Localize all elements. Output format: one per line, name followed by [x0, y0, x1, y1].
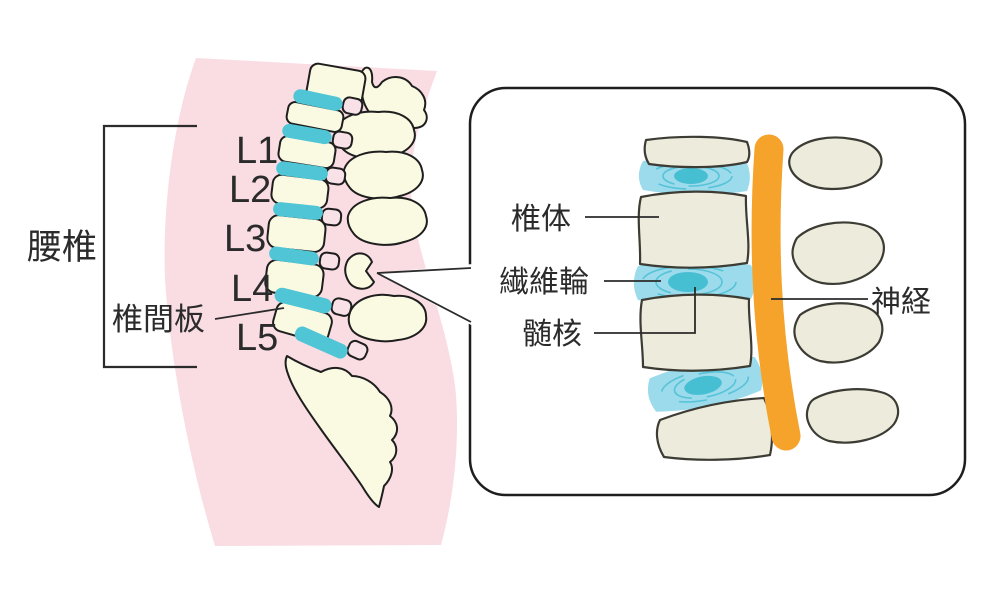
nerve-band [751, 134, 801, 451]
spinous-process [342, 150, 424, 200]
intervertebral-disc [282, 123, 332, 145]
nucleus [684, 375, 722, 395]
nucleus-label-line [594, 287, 696, 334]
annulus-label: 繊維輪 [499, 266, 589, 299]
posterior-element [793, 302, 884, 364]
detail-content [633, 134, 900, 461]
nucleus-label: 髄核 [522, 318, 582, 351]
facet-knob [318, 251, 341, 271]
intervertebral-disc-l5s1 [294, 326, 348, 359]
posterior-element [788, 136, 883, 191]
nucleus [674, 168, 708, 184]
facet-knob [324, 166, 347, 186]
vertebra-label-l3: L3 [224, 218, 266, 260]
intervertebral-disc [269, 246, 319, 266]
facet-knob [331, 130, 354, 150]
swirl-ring [673, 371, 737, 399]
swirl-ring [641, 265, 737, 299]
swirl-ring [662, 165, 720, 187]
spine-overview-bones [264, 62, 428, 508]
sacrum-coccyx [284, 355, 398, 508]
disc-label-line [214, 307, 285, 320]
nuclei [668, 168, 722, 395]
vertebral-body-label: 椎体 [511, 203, 571, 236]
callout-line-bottom [376, 272, 472, 323]
disc-label: 椎間板 [112, 302, 205, 337]
bracket-label: 腰椎 [27, 228, 97, 267]
facet-knobs [318, 96, 369, 361]
vertebra-label-l2: L2 [229, 169, 271, 211]
vertebra-label-l5: L5 [236, 317, 278, 359]
intervertebral-disc [273, 202, 323, 220]
detail-bones [637, 135, 900, 461]
vertebra-label-l4: L4 [231, 268, 273, 310]
callout-line-top [376, 267, 472, 274]
overview-labels: 腰椎 L1 L2 L3 L4 L5 椎間板 [27, 130, 278, 359]
detail-vertebra [639, 293, 753, 372]
vertebra-label-l1: L1 [236, 130, 278, 172]
detail-vertebra-body [637, 190, 750, 269]
facet-knob [330, 297, 353, 317]
detail-vertebra-top [643, 135, 751, 169]
detail-labels: 椎体 繊維輪 髄核 神経 [499, 203, 931, 351]
swirl-ring [660, 367, 750, 403]
posterior-element [805, 388, 900, 444]
spinous-process [344, 252, 375, 290]
intervertebral-disc [276, 161, 328, 181]
nucleus-pulposus [668, 272, 708, 292]
posterior-element [791, 221, 885, 285]
facet-knob [346, 339, 369, 361]
spinous-process [346, 196, 428, 246]
facet-knob [341, 96, 364, 116]
nerve-label: 神経 [871, 286, 931, 319]
intervertebral-disc-l4l5 [274, 287, 332, 314]
intervertebral-disc [293, 89, 343, 111]
detail-vertebra-bottom [655, 396, 774, 461]
facet-knob [320, 207, 343, 227]
swirl-ring [649, 162, 733, 190]
spinous-process [347, 293, 428, 343]
lumbar-bracket [102, 124, 197, 369]
discs-overview [269, 89, 348, 359]
